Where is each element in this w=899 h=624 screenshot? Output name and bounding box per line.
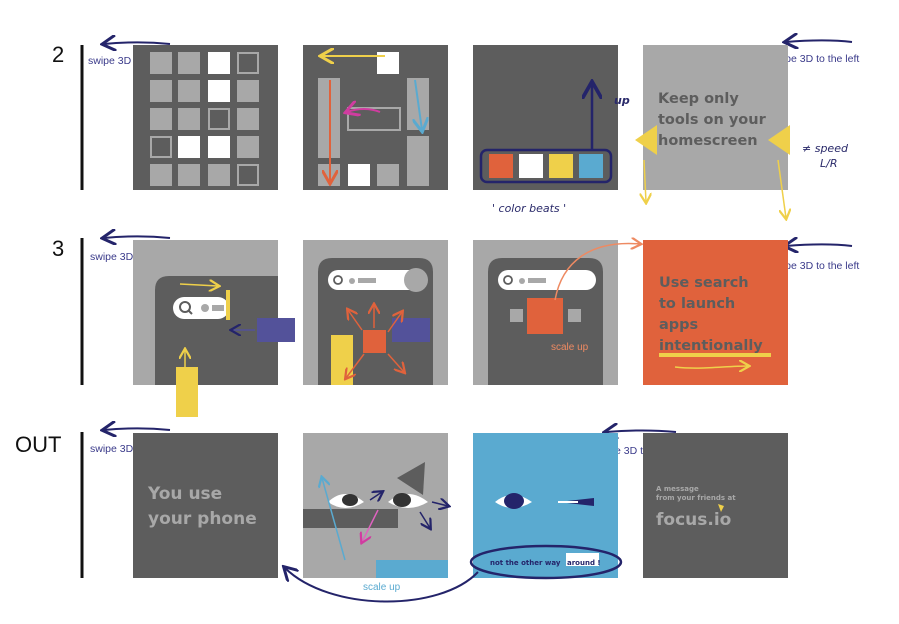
card-out-eyes [303, 433, 448, 578]
keep-line-2: tools on your [658, 112, 767, 128]
card3-note: not the other way [490, 559, 561, 567]
card-row3-search-scatter [303, 240, 448, 385]
svg-text:swipe 3D to the left: swipe 3D to the left [770, 260, 859, 272]
search-line-2: to launch [659, 296, 735, 312]
card-row2-keep-tools: Keep only tools on your homescreen [635, 45, 790, 218]
card3-note-highlight: around ! [567, 559, 601, 567]
note-circle [469, 544, 623, 580]
card-row2-tiles [303, 45, 448, 190]
scale-up-note-3: scale up [551, 342, 589, 353]
row-label-2: 2 [52, 42, 64, 67]
swipe-note-row2-right: swipe 3D to the left [770, 41, 859, 65]
yellow-block-3-1 [176, 367, 198, 417]
card-row2-color-beats: up [473, 45, 630, 190]
back-arrow [285, 568, 479, 603]
up-note: up [614, 94, 630, 107]
scale-up-note-out: scale up [363, 582, 401, 593]
card-out-blue-eye [473, 433, 618, 578]
row-label-out: OUT [15, 432, 61, 457]
card-row2-grid [133, 45, 278, 190]
card-out-focus: A message from your friends at focus.io [643, 433, 788, 578]
search-line-4: intentionally [659, 338, 763, 354]
swipe-note-row3-right: swipe 3D to the left [770, 245, 859, 272]
out-line-2: your phone [148, 509, 257, 529]
search-line-3: apps [659, 317, 698, 333]
search-line-1: Use search [659, 275, 749, 291]
keep-line-1: Keep only [658, 91, 739, 107]
keep-line-3: homescreen [658, 133, 758, 149]
speed-note-2: L/R [820, 157, 837, 170]
out-line-1: You use [147, 484, 222, 504]
purple-block-3-1 [257, 318, 295, 342]
brand-focus: focus.io [656, 510, 731, 530]
card-row3-use-search: Use search to launch apps intentionally [643, 240, 788, 385]
color-beats-note: ' color beats ' [492, 202, 566, 215]
row-label-3: 3 [52, 236, 64, 261]
message-line-1: A message [656, 485, 699, 493]
message-line-2: from your friends at [656, 494, 736, 502]
card-row3-scale-up: scale up [473, 240, 640, 385]
speed-note: ≠ speed [802, 142, 849, 155]
card-row3-search-slide [133, 240, 278, 385]
card-out-you-use: You use your phone [133, 433, 278, 578]
svg-text:swipe 3D to the left: swipe 3D to the left [770, 53, 859, 65]
